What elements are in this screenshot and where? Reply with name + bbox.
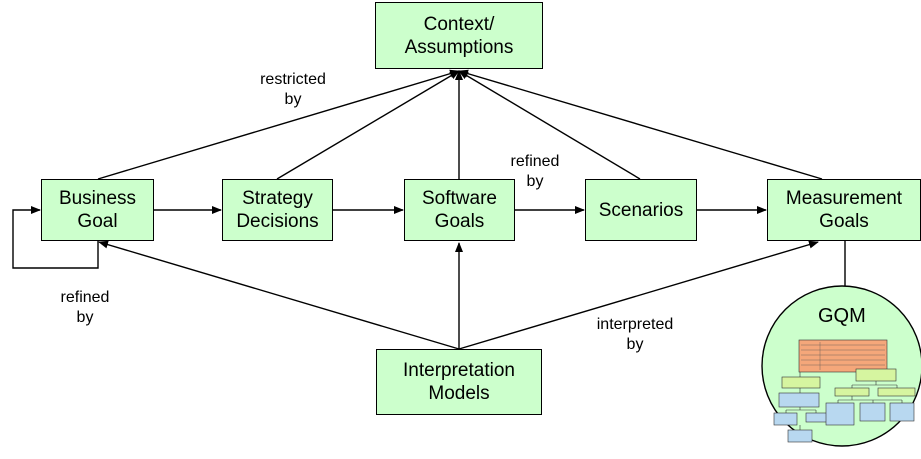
label-interpreted-by: interpreted by [580,315,690,355]
node-label: Goals [434,211,485,232]
label-refined-by-loop: refined by [50,288,120,328]
node-label: Decisions [236,211,319,232]
node-scenarios: Scenarios [585,179,697,241]
node-label: Strategy [242,188,313,209]
label-line: refined [60,289,110,306]
arrow-business-self-loop [12,206,99,269]
arrow-measurement-to-context [458,69,823,180]
arrow-business-to-context [97,69,460,180]
arrow-strategy-to-context [276,70,460,180]
gqm-metric-box [778,392,820,408]
gqm-metric-box [825,402,855,426]
label-line: by [284,91,302,108]
gqm-title: GQM [818,305,866,327]
label-line: refined [510,153,560,170]
gqm-goal-box [798,339,888,373]
node-label: Business [58,188,137,209]
gqm-question-box [877,387,916,397]
gqm-question-box [781,376,821,389]
node-label: Measurement [785,188,903,209]
gqm-metric-box [773,412,798,426]
label-refined-by-top: refined by [500,152,570,192]
label-line: restricted [260,71,326,88]
node-label: Software [422,188,497,209]
node-label: Scenarios [598,199,684,221]
node-label: Goal [77,211,118,232]
label-line: by [626,336,644,353]
arrow-interpretation-to-measurement [458,240,819,350]
label-line: interpreted [596,316,674,333]
node-label: Assumptions [404,36,514,58]
node-label: Goals [819,211,869,232]
node-context-assumptions: Context/Assumptions [375,2,543,69]
gqm-question-box [834,387,870,397]
gqm-metric-box [859,402,886,422]
arrow-interpretation-to-business [98,240,460,350]
gqm-metric-box [787,429,813,443]
node-label: Interpretation [403,360,515,381]
node-label: Models [428,383,490,404]
arrow-scenarios-to-context [458,70,641,180]
node-label: Context/ [423,13,495,35]
gqm-metric-box [805,412,830,423]
label-restricted-by: restricted by [248,70,338,110]
gqm-question-box [855,368,897,382]
label-line: by [76,309,94,326]
gqm-metric-box [889,402,915,422]
label-line: by [526,173,544,190]
gqm-tree-thumbnail [773,339,916,443]
